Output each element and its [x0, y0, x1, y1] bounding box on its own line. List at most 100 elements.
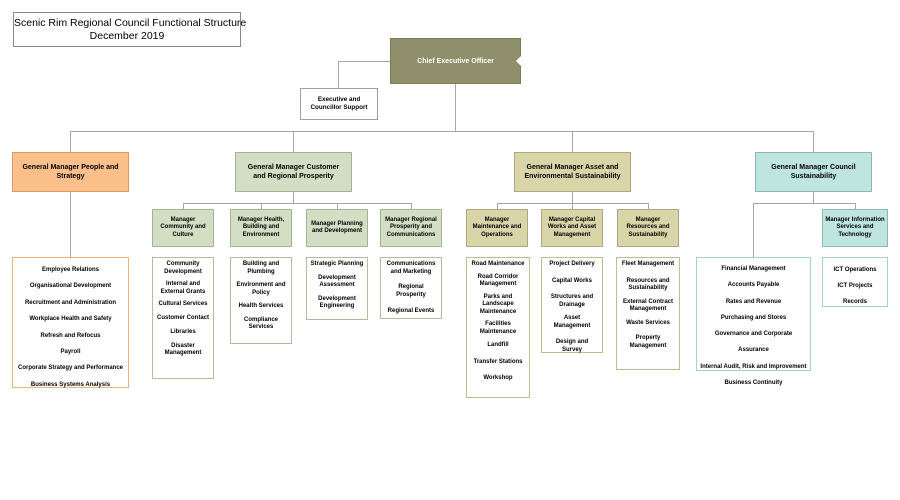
manager-regional-prosperity-communications: Manager Regional Prosperity and Communic… [380, 209, 442, 247]
chart-title: Scenic Rim Regional Council Functional S… [13, 12, 246, 47]
function-item: Rates and Revenue [725, 298, 782, 305]
function-item: Compliance Services [243, 316, 278, 331]
ict-functions: ICT Operations ICT Projects Records [822, 257, 888, 307]
manager-health-building-environment: Manager Health, Building and Environment [230, 209, 292, 247]
connector [753, 203, 855, 204]
gm-label: General Manager People and Strategy [22, 164, 119, 180]
function-item: Refresh and Refocus [40, 332, 101, 339]
people-strategy-functions: Employee Relations Organisational Develo… [12, 257, 129, 388]
function-item: Structures and Drainage [550, 294, 594, 308]
function-item: Payroll [60, 349, 81, 356]
function-item: Asset Management [553, 315, 591, 329]
function-item: Internal Audit, Risk and Improvement [700, 363, 807, 370]
connector [338, 61, 339, 88]
connector [183, 203, 184, 209]
connector [813, 192, 814, 203]
gm-label: General Manager Asset and Environmental … [524, 164, 621, 180]
manager-label: Manager Resources and Sustainability [626, 216, 670, 238]
function-item: ICT Projects [837, 283, 873, 289]
manager-label: Manager Maintenance and Operations [472, 216, 522, 238]
connector [572, 192, 573, 203]
manager-label: Manager Planning and Development [311, 220, 363, 235]
council-sustainability-functions: Financial Management Accounts Payable Ra… [696, 257, 811, 386]
executive-support-label: Executive and Councillor Support [310, 96, 368, 111]
function-item: Recruitment and Administration [24, 299, 117, 306]
function-item: Governance and Corporate Assurance [714, 331, 793, 354]
manager-community-culture: Manager Community and Culture [152, 209, 214, 247]
function-item: Business Continuity [724, 380, 783, 387]
function-item: Strategic Planning [310, 261, 364, 267]
connector [813, 131, 814, 152]
function-item: Building and Plumbing [242, 261, 280, 275]
planning-development-functions: Strategic Planning Development Assessmen… [306, 257, 368, 320]
manager-label: Manager Information Services and Technol… [825, 216, 885, 238]
health-building-environment-functions: Building and Plumbing Environment and Po… [230, 257, 292, 344]
connector [572, 203, 573, 209]
gm-people-strategy: General Manager People and Strategy [12, 152, 129, 192]
gm-customer-regional-prosperity: General Manager Customer and Regional Pr… [235, 152, 352, 192]
resources-sustainability-functions: Fleet Management Resources and Sustainab… [616, 257, 680, 370]
expand-marker-icon [516, 56, 521, 66]
connector [572, 131, 573, 152]
function-item: Libraries [170, 329, 196, 335]
function-item: Landfill [487, 342, 509, 348]
ceo-box: Chief Executive Officer [390, 38, 521, 84]
connector [338, 61, 390, 62]
function-item: Communications and Marketing [386, 261, 436, 275]
manager-planning-development: Manager Planning and Development [306, 209, 368, 247]
function-item: Facilities Maintenance [479, 321, 517, 335]
executive-support-box: Executive and Councillor Support [300, 88, 378, 120]
connector [293, 192, 294, 203]
function-item: Internal and External Grants [160, 281, 206, 295]
function-item: External Contract Management [622, 298, 673, 313]
connector [753, 203, 754, 257]
function-item: Disaster Management [164, 342, 202, 357]
function-item: Corporate Strategy and Performance [17, 365, 124, 372]
function-item: Customer Contact [156, 314, 209, 321]
manager-label: Manager Health, Building and Environment [237, 216, 285, 238]
function-item: Fleet Management [621, 261, 675, 267]
capital-works-asset-management-functions: Project Delivery Capital Works Structure… [541, 257, 603, 353]
connector [497, 203, 498, 209]
function-item: Development Engineering [318, 295, 356, 310]
title-line-2: December 2019 [89, 30, 165, 42]
function-item: Transfer Stations [473, 358, 523, 365]
function-item: Community Development [164, 261, 202, 275]
function-item: Workshop [483, 375, 513, 381]
connector [70, 131, 71, 152]
connector [455, 84, 456, 131]
connector [70, 192, 71, 257]
function-item: Cultural Services [158, 301, 208, 307]
function-item: Workplace Health and Safety [29, 316, 112, 323]
function-item: Environment and Policy [236, 282, 286, 296]
function-item: Project Delivery [549, 261, 595, 267]
function-item: Design and Survey [555, 339, 589, 353]
function-item: Regional Events [387, 308, 435, 314]
gm-asset-environmental-sustainability: General Manager Asset and Environmental … [514, 152, 631, 192]
function-item: ICT Operations [833, 267, 877, 273]
function-item: Property Management [629, 335, 667, 349]
manager-capital-works-asset-management: Manager Capital Works and Asset Manageme… [541, 209, 603, 247]
function-item: Purchasing and Stores [720, 314, 787, 321]
function-item: Capital Works [552, 277, 592, 284]
gm-label: General Manager Customer and Regional Pr… [247, 164, 340, 180]
community-culture-functions: Community Development Internal and Exter… [152, 257, 214, 379]
manager-label: Manager Regional Prosperity and Communic… [385, 216, 437, 238]
gm-council-sustainability: General Manager Council Sustainability [755, 152, 872, 192]
connector [855, 203, 856, 209]
function-item: Health Services [238, 303, 284, 309]
regional-prosperity-communications-functions: Communications and Marketing Regional Pr… [380, 257, 442, 319]
function-item: Development Assessment [318, 274, 356, 289]
function-item: Organisational Development [29, 283, 112, 290]
function-item: Accounts Payable [727, 282, 780, 289]
function-item: Resources and Sustainability [626, 277, 670, 292]
function-item: Road Corridor Management [477, 273, 519, 288]
ceo-label: Chief Executive Officer [417, 57, 494, 65]
maintenance-operations-functions: Road Maintenance Road Corridor Managemen… [466, 257, 530, 398]
function-item: Business Systems Analysis [30, 381, 111, 388]
connector [411, 203, 412, 209]
connector [648, 203, 649, 209]
function-item: Records [842, 299, 867, 305]
connector [183, 203, 412, 204]
connector [70, 131, 814, 132]
